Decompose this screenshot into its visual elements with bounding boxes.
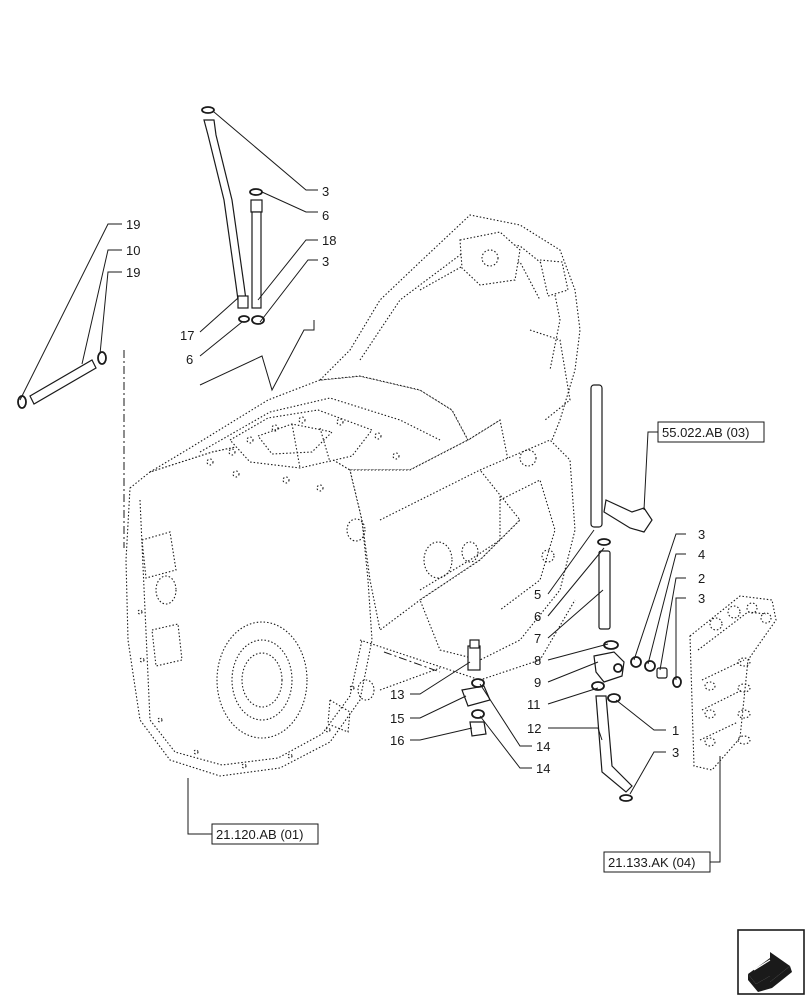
reference-box-bottom-right[interactable]: 21.133.AK (04) <box>603 851 711 873</box>
callout-2: 2 <box>698 571 705 586</box>
reference-box-top-right[interactable]: 55.022.AB (03) <box>657 421 765 443</box>
alignment-line-lower <box>383 651 441 673</box>
callout-17: 17 <box>180 328 194 343</box>
control-valve-block <box>689 595 777 771</box>
callout-6: 6 <box>186 352 193 367</box>
callout-14: 14 <box>536 739 550 754</box>
pipe-left-10 <box>17 351 107 409</box>
callout-8: 8 <box>534 653 541 668</box>
seal-group <box>630 656 682 688</box>
transmission-housing <box>125 214 581 777</box>
callout-19: 19 <box>126 217 140 232</box>
leader-lines <box>19 111 721 863</box>
callout-14: 14 <box>536 761 550 776</box>
callout-7: 7 <box>534 631 541 646</box>
connector-55022 <box>603 499 653 533</box>
callout-1: 1 <box>672 723 679 738</box>
callout-3: 3 <box>698 527 705 542</box>
callout-16: 16 <box>390 733 404 748</box>
callout-13: 13 <box>390 687 404 702</box>
arrow-next-page-icon[interactable] <box>737 929 805 995</box>
reference-label[interactable]: 21.120.AB (01) <box>216 827 303 842</box>
callout-4: 4 <box>698 547 705 562</box>
callout-3: 3 <box>322 254 329 269</box>
callout-5: 5 <box>534 587 541 602</box>
callout-3: 3 <box>322 184 329 199</box>
pipe-assembly-upper <box>201 106 265 325</box>
reference-label[interactable]: 55.022.AB (03) <box>662 425 749 440</box>
callout-11: 11 <box>527 697 541 712</box>
reference-box-bottom-left[interactable]: 21.120.AB (01) <box>211 823 319 845</box>
callout-3: 3 <box>698 591 705 606</box>
callout-3: 3 <box>672 745 679 760</box>
callout-18: 18 <box>322 233 336 248</box>
fitting-9 <box>591 651 625 703</box>
tube-5 <box>590 384 619 650</box>
reference-label[interactable]: 21.133.AK (04) <box>608 855 695 870</box>
callout-12: 12 <box>527 721 541 736</box>
callout-6: 6 <box>534 609 541 624</box>
callout-9: 9 <box>534 675 541 690</box>
tube-12 <box>595 695 633 802</box>
callout-19: 19 <box>126 265 140 280</box>
banjo-fitting-group <box>461 639 491 737</box>
callout-6: 6 <box>322 208 329 223</box>
callout-10: 10 <box>126 243 140 258</box>
callout-15: 15 <box>390 711 404 726</box>
callout-numbers: 3 6 18 3 17 6 19 10 19 3 4 2 3 5 6 7 8 9… <box>126 184 705 776</box>
